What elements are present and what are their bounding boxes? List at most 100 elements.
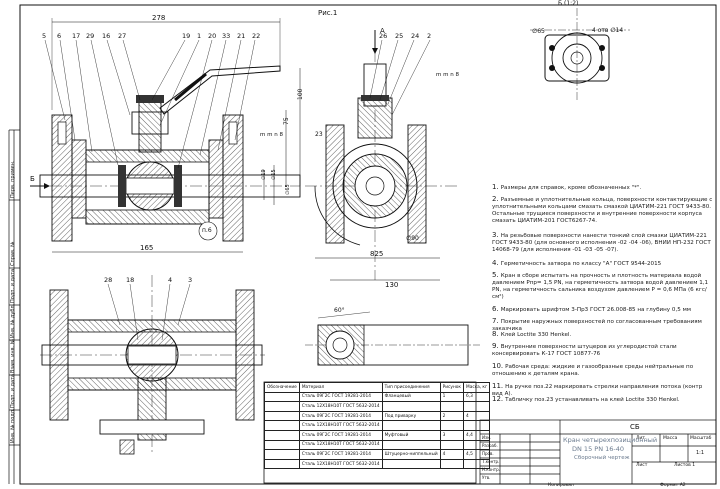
scale-value: 1:1: [696, 450, 705, 456]
callout: 17: [72, 32, 81, 40]
dim-75: 75: [283, 117, 290, 125]
role-label: Н.контр.: [482, 467, 500, 472]
note-item: 5.Кран в сборе испытать на прочность и п…: [492, 271, 709, 301]
table-row: Сталь 12Х18Н10Т ГОСТ 5632-2014: [264, 458, 491, 470]
lit-label: Лит.: [636, 436, 647, 441]
left-strip: [8, 129, 20, 484]
callout: 2: [427, 32, 432, 40]
callout: 4: [168, 276, 173, 284]
callout: 6: [57, 32, 62, 40]
mmn8-b: m m n 8: [436, 72, 459, 78]
role-label: Утв.: [482, 475, 491, 480]
note-item: 3.На резьбовые поверхности нанести тонки…: [492, 231, 711, 254]
view-b-label: Б: [30, 175, 35, 183]
dim-phi90: ∅90: [406, 235, 419, 242]
role-label: Разраб.: [482, 443, 498, 448]
callout: 29: [86, 32, 95, 40]
materials-table: Обозначение Материал Тип присоединения Р…: [264, 382, 491, 470]
document-code: СБ: [630, 423, 640, 431]
mmn8-a: m m n 8: [260, 132, 283, 138]
strip-label: Подп. и дата: [10, 268, 16, 303]
mass-label: Масса: [663, 436, 678, 441]
scale-label: Масштаб: [690, 436, 712, 441]
callout: 27: [118, 32, 127, 40]
column-header: Материал: [298, 382, 383, 393]
note-item: 7.Покрытие наружных поверхностей по согл…: [492, 317, 702, 333]
note-item: 10.Рабочая среда: жидкие и газообразные …: [492, 362, 694, 378]
note-ref-p6: п.6: [202, 227, 212, 234]
callout: 33: [222, 32, 231, 40]
column-header: Тип присоединения: [381, 382, 441, 393]
note-item: 1.Размеры для справок, кроме обозначенны…: [492, 183, 642, 192]
sheet-frame: [19, 4, 717, 485]
sheets-label: Листов 1: [674, 463, 696, 468]
side-section-view: [305, 30, 460, 281]
note-item: 8.Клей Loctite 330 Henkel.: [492, 330, 572, 339]
drawing-type: Сборочный чертеж: [574, 455, 630, 461]
callout: 5: [42, 32, 47, 40]
dim-phi65: ∅65: [532, 28, 545, 35]
dim-phi65-s: ∅65: [285, 184, 291, 195]
callout: 25: [395, 32, 404, 40]
callout: 26: [379, 32, 388, 40]
dim-165: 165: [140, 244, 154, 252]
strip-label: Инв. № подл.: [10, 408, 16, 444]
bottom-section-view: [40, 275, 265, 455]
stem-detail: [305, 311, 480, 366]
footer-format: Формат А2: [660, 483, 686, 488]
role-label: Т.контр.: [482, 459, 500, 464]
footer-copied: Копировал: [548, 483, 574, 488]
table-row: Сталь 12Х18Н10Т ГОСТ 5632-2014: [264, 401, 491, 412]
strip-label: Перв. примен.: [10, 160, 16, 198]
callout: 1: [197, 32, 202, 40]
figure-title: Рис.1: [318, 9, 338, 17]
sheet-label: Лист: [636, 463, 648, 468]
table-row: Сталь 12Х18Н10Т ГОСТ 5632-2014: [264, 420, 491, 431]
role-label: Пров.: [482, 451, 494, 456]
dim-phi14: 4 отв ∅14: [592, 27, 624, 34]
dim-825: 825: [370, 250, 384, 258]
callout: 20: [208, 32, 217, 40]
dim-130: 130: [385, 281, 399, 289]
view-b: [530, 8, 630, 100]
callout: 24: [411, 32, 420, 40]
strip-label: Подп. и дата: [10, 373, 16, 408]
callout: 19: [182, 32, 191, 40]
dim-100: 100: [297, 88, 304, 100]
dim-phi15: ∅15: [271, 169, 277, 180]
product-size: DN 15 PN 16-40: [572, 445, 625, 453]
note-item: 6.Маркировать шрифтом 3-Пр3 ГОСТ 26.008-…: [492, 305, 692, 314]
dim-278: 278: [152, 14, 166, 22]
callout-23: 23: [315, 131, 323, 138]
column-header: Обозначение: [264, 382, 300, 393]
role-label: Изм.: [482, 435, 492, 440]
product-name: Кран четырехпозиционный: [563, 436, 658, 444]
strip-label: Взам. инв. №: [10, 339, 16, 373]
note-item: 12.Табличку поз.23 устанавливать на клей…: [492, 395, 680, 404]
table-header-row: Обозначение Материал Тип присоединения Р…: [264, 382, 491, 393]
dim-phi19: ∅19: [261, 169, 267, 180]
main-section-view: [30, 18, 301, 253]
callout: 22: [252, 32, 261, 40]
column-header: Масса, кг: [462, 382, 491, 393]
strip-label: Инв. № дубл.: [10, 303, 16, 338]
callout: 28: [104, 276, 113, 284]
callout: 3: [188, 276, 193, 284]
callout: 18: [126, 276, 135, 284]
dim-60: 60°: [334, 307, 345, 314]
note-item: 11.На ручке поз.22 маркировать стрелки н…: [492, 382, 703, 398]
table-row: Сталь 12Х18Н10Т ГОСТ 5632-2014: [264, 439, 491, 451]
callout: 21: [237, 32, 246, 40]
view-b-title: Б (1:2): [558, 0, 579, 7]
column-header: Рисунок: [439, 382, 465, 393]
callout: 16: [102, 32, 111, 40]
strip-label: Справ. №: [10, 241, 16, 266]
note-item: 2.Разъемные и уплотнительные кольца, пов…: [492, 195, 713, 225]
note-item: 4.Герметичность затвора по классу "А" ГО…: [492, 259, 662, 268]
